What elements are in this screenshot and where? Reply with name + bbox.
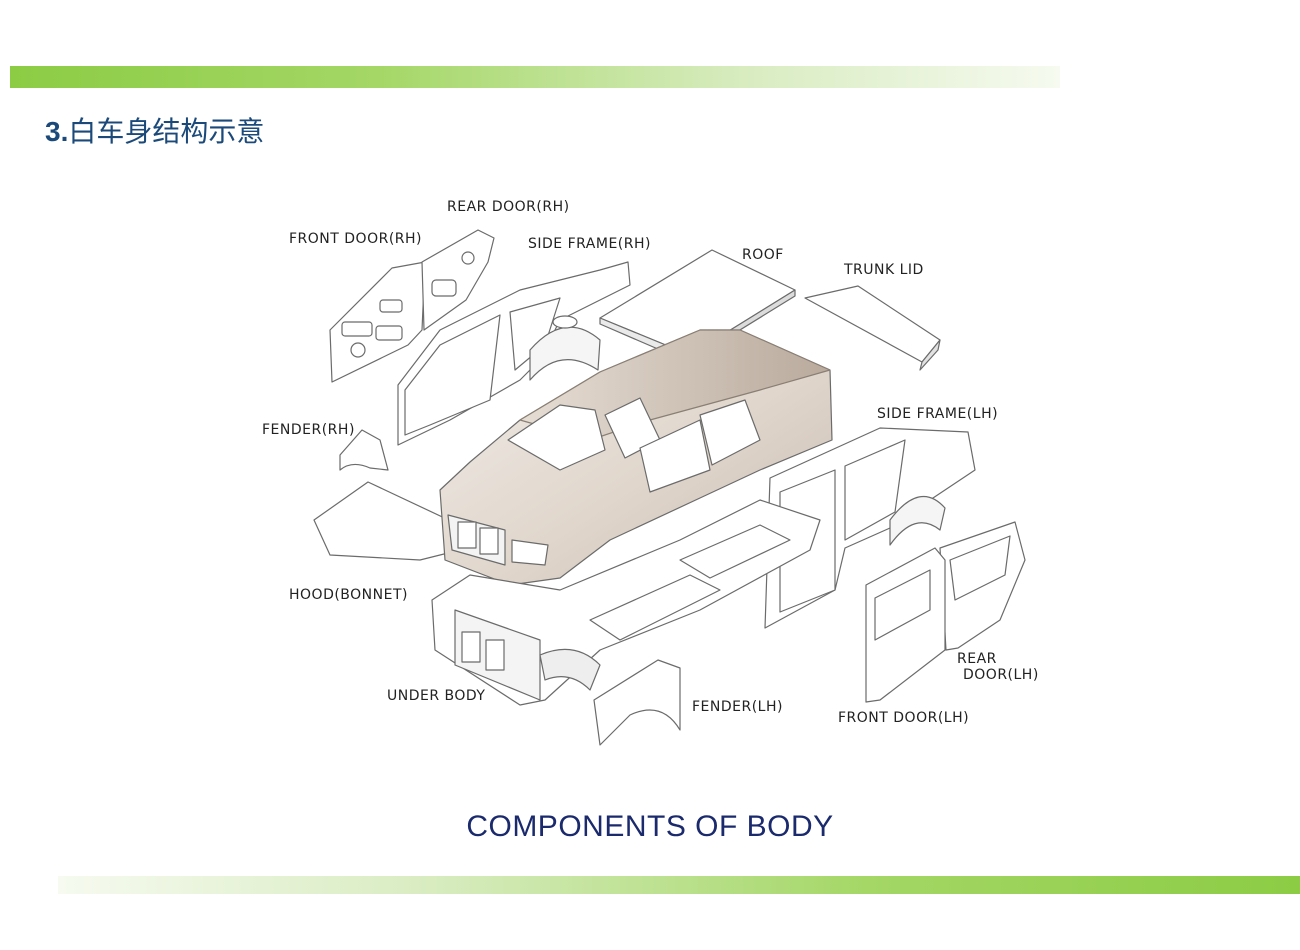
trunk-lid-part <box>804 285 941 371</box>
rear-door-rh-part <box>421 229 495 331</box>
diagram-caption: COMPONENTS OF BODY <box>466 810 834 843</box>
label-trunk-lid: TRUNK LID <box>844 262 924 278</box>
label-front-door-rh: FRONT DOOR(RH) <box>289 231 422 247</box>
label-rear-door-lh-line1: REAR <box>957 651 997 667</box>
title-number: 3. <box>45 116 69 147</box>
label-fender-lh: FENDER(LH) <box>692 699 783 715</box>
label-hood: HOOD(BONNET) <box>289 587 408 603</box>
side-frame-rh-part <box>397 261 631 446</box>
fender-rh-part <box>339 429 389 471</box>
label-side-frame-lh: SIDE FRAME(LH) <box>877 406 999 422</box>
label-front-door-lh: FRONT DOOR(LH) <box>838 710 970 726</box>
rear-door-lh-part <box>939 521 1026 651</box>
label-fender-rh: FENDER(RH) <box>262 422 355 438</box>
title-text: 白车身结构示意 <box>68 115 265 148</box>
under-body-part <box>431 499 821 706</box>
header-accent-bar <box>10 66 1060 88</box>
front-door-rh-part <box>329 261 426 383</box>
label-side-frame-rh: SIDE FRAME(RH) <box>528 236 651 252</box>
front-door-lh-part <box>865 547 946 703</box>
footer-accent-bar <box>58 876 1300 894</box>
page-title: 3.白车身结构示意 <box>45 110 264 150</box>
label-rear-door-lh-line2: DOOR(LH) <box>963 667 1039 683</box>
label-under-body: UNDER BODY <box>387 688 486 704</box>
label-rear-door-rh: REAR DOOR(RH) <box>447 199 570 215</box>
white-body-shell <box>439 329 833 586</box>
label-roof: ROOF <box>742 247 784 263</box>
fender-lh-part <box>593 659 681 746</box>
